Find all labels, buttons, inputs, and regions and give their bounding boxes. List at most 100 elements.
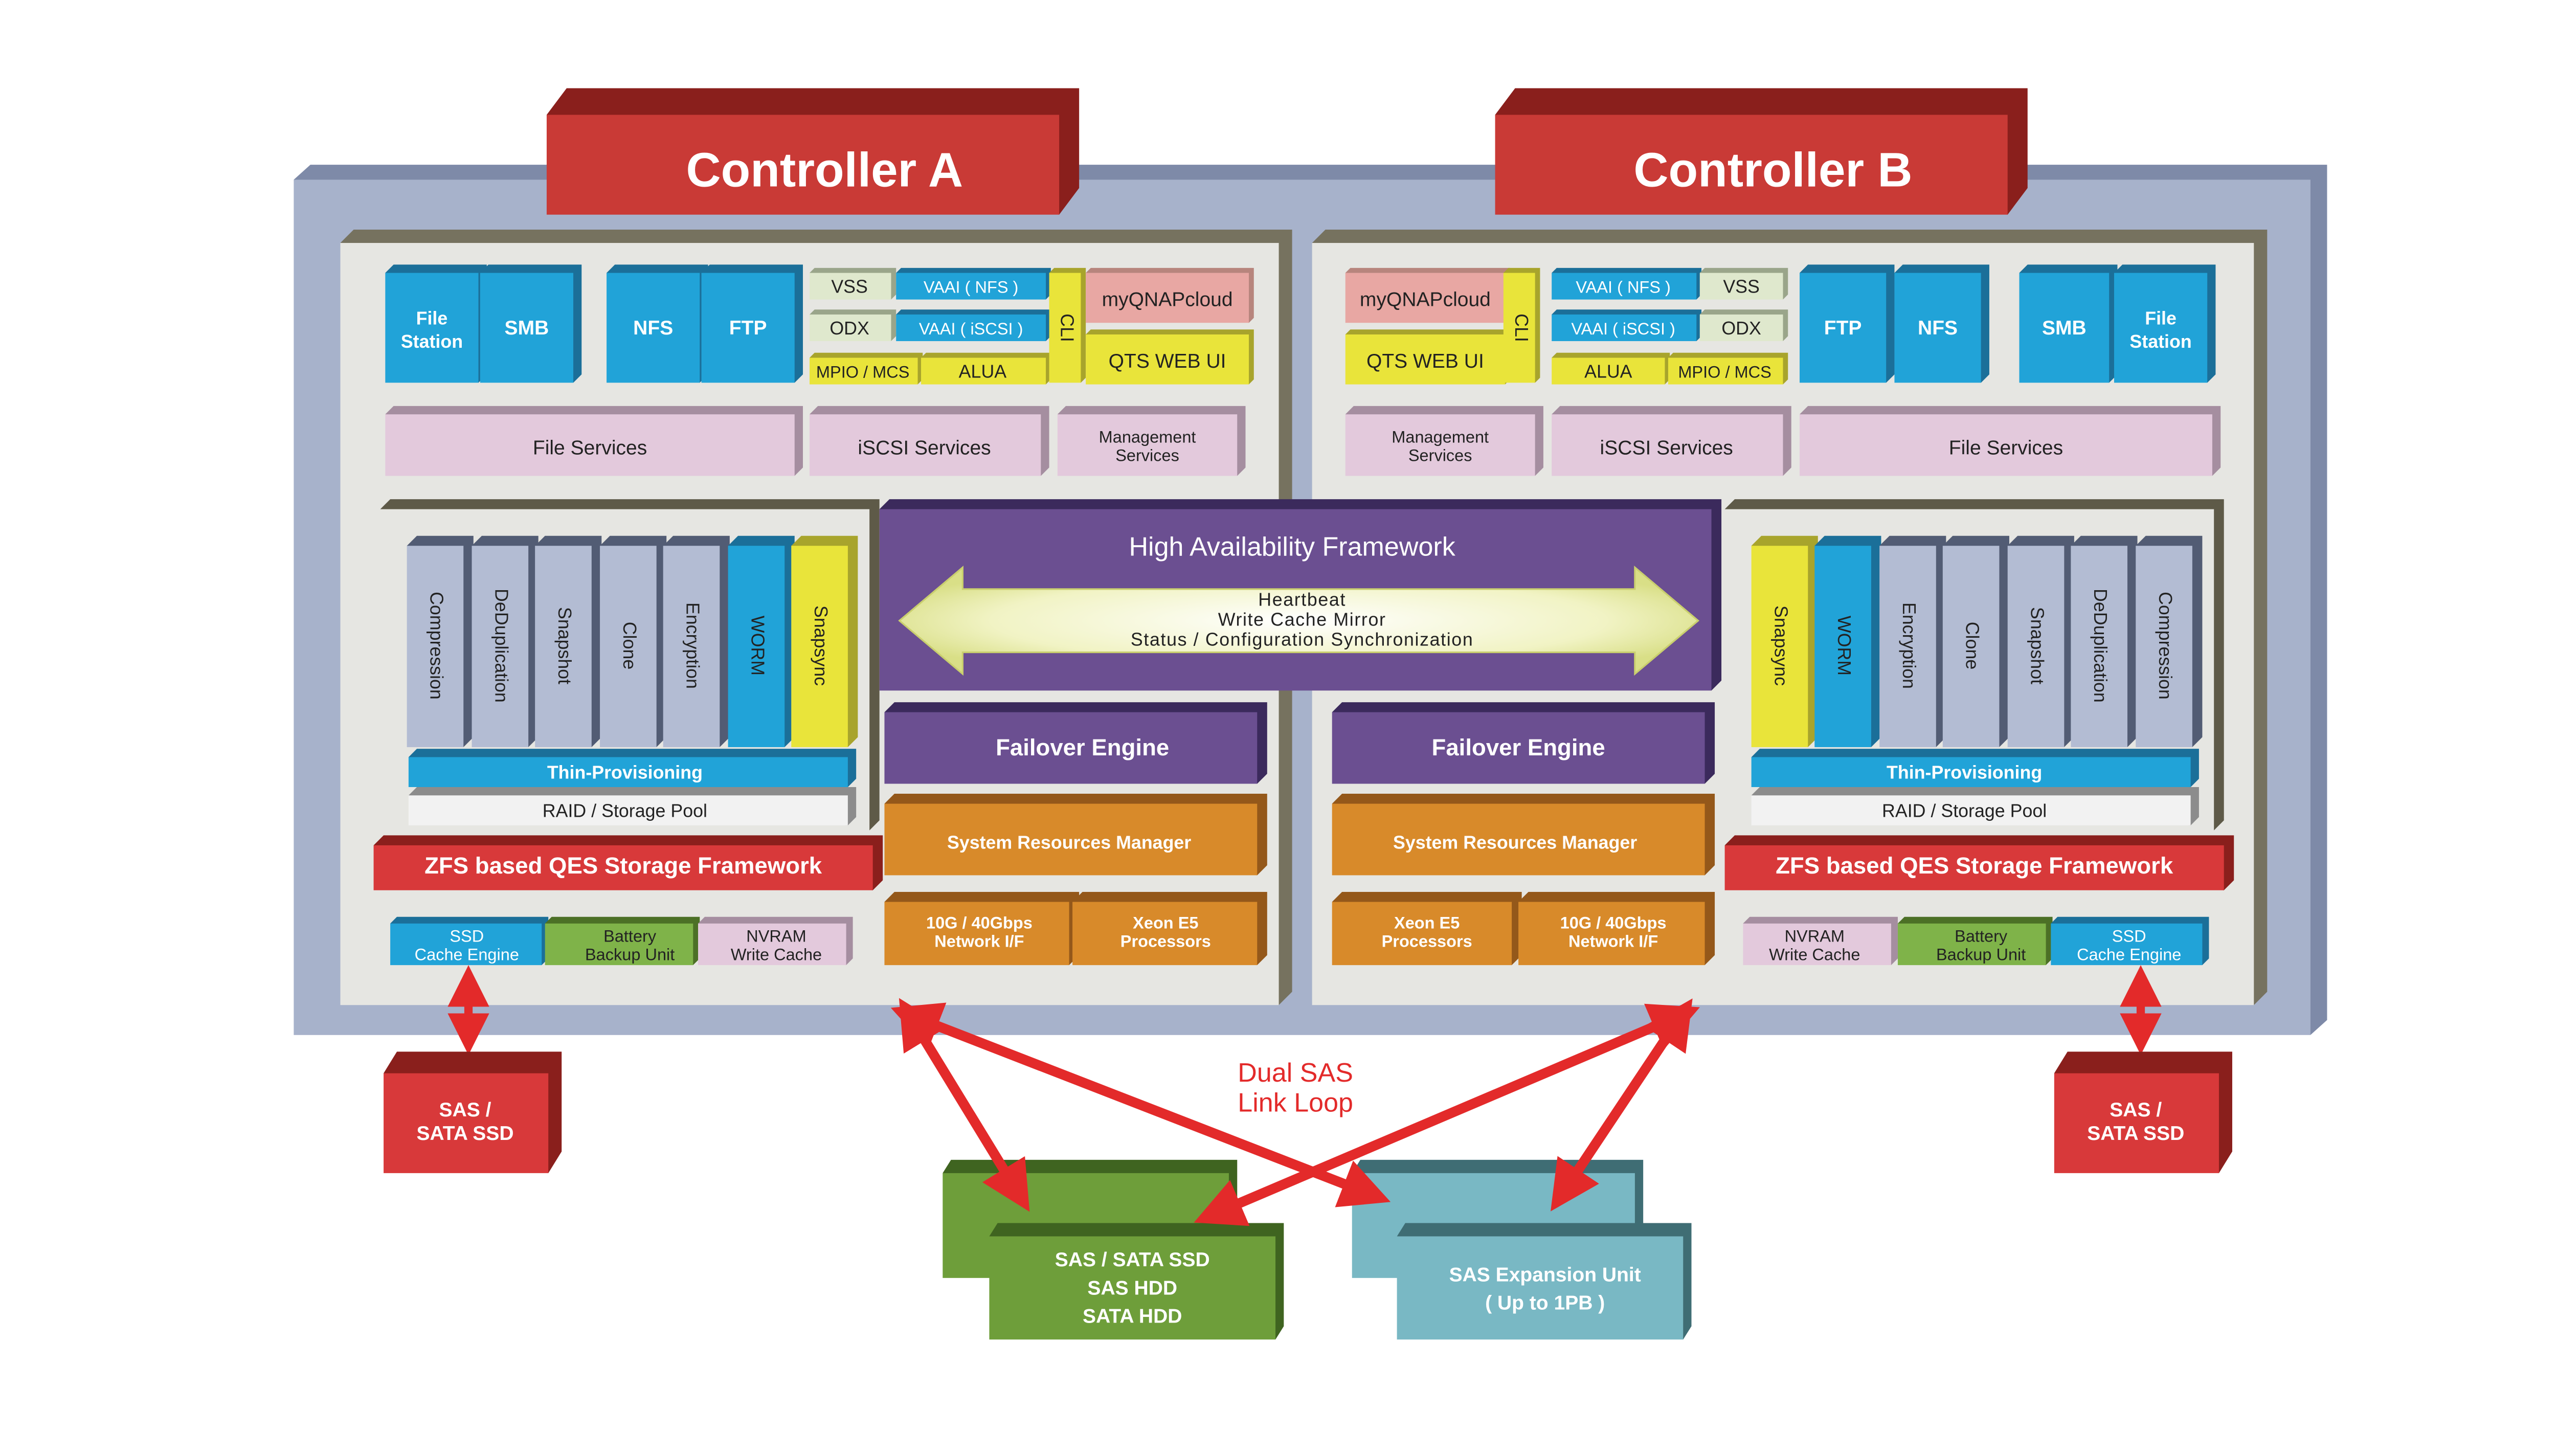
compression-module: Compression: [407, 535, 474, 747]
failover-engine-label: Failover Engine: [1432, 734, 1605, 760]
worm-label: WORM: [747, 616, 768, 676]
file-services-label: File Services: [1949, 437, 2063, 459]
smb-module: SMB: [2019, 264, 2118, 383]
nfs-module: NFS: [1894, 264, 1989, 383]
mpio-mcs-label: MPIO / MCS: [816, 363, 909, 382]
deduplication-label: DeDuplication: [2090, 589, 2111, 703]
network-interface-module: 10G / 40Gbps Network I/F: [884, 891, 1080, 966]
sas-sata-ssd-box: SAS / SATA SSD: [2054, 965, 2232, 1173]
ssd-cache-engine-module: SSD Cache Engine: [2051, 916, 2209, 966]
sas-expansion-unit-box: SAS Expansion Unit ( Up to 1PB ): [1352, 1159, 1692, 1340]
failover-engine-module: Failover Engine: [884, 702, 1267, 784]
deduplication-label: DeDuplication: [491, 589, 511, 703]
sas-sata-ssd-box: SAS / SATA SSD: [384, 965, 562, 1173]
sas-expansion-unit-label-line2: ( Up to 1PB ): [1485, 1292, 1605, 1314]
odx-module: ODX: [1699, 309, 1788, 342]
vaai-nfs-label: VAAI ( NFS ): [1576, 278, 1670, 297]
disk-enclosure-label-line3: SATA HDD: [1083, 1306, 1182, 1328]
battery-backup-unit-label-line1: Battery: [603, 927, 657, 946]
cli-module: CLI: [1049, 267, 1086, 383]
disk-enclosure-box: SAS / SATA SSD SAS HDD SATA HDD: [943, 1159, 1284, 1340]
high-availability-framework: High Availability Framework Heartbeat Wr…: [879, 499, 1722, 691]
raid-storage-pool-bar: RAID / Storage Pool: [408, 787, 857, 825]
ssd-cache-engine-label-line2: Cache Engine: [415, 945, 519, 964]
dual-sas-link-loop: Dual SAS Link Loop: [890, 998, 1700, 1226]
controller-a-title-text: Controller A: [686, 143, 963, 196]
system-resources-manager-label: System Resources Manager: [947, 832, 1191, 853]
processors-module: Xeon E5 Processors: [1332, 891, 1522, 966]
snapshot-label: Snapshot: [2027, 607, 2048, 684]
file-station-module: File Station: [2114, 264, 2216, 383]
zfs-storage-framework: ZFS based QES Storage Framework: [1724, 835, 2234, 890]
iscsi-services-label: iSCSI Services: [858, 437, 991, 459]
management-services-label-line1: Management: [1099, 428, 1196, 446]
status-sync-text: Status / Configuration Synchronization: [1131, 629, 1473, 649]
iscsi-services-module: iSCSI Services: [1552, 406, 1791, 476]
system-resources-manager-label: System Resources Manager: [1393, 832, 1637, 853]
file-station-label-line1: File: [416, 308, 448, 328]
failover-engine-label: Failover Engine: [996, 734, 1169, 760]
network-interface-label-line2: Network I/F: [1568, 932, 1658, 950]
nvram-write-cache-module: NVRAM Write Cache: [1743, 916, 1898, 966]
odx-module: ODX: [810, 309, 896, 342]
management-services-label-line2: Services: [1115, 446, 1179, 464]
snapshot-module: Snapshot: [2007, 535, 2074, 747]
encryption-label: Encryption: [683, 602, 703, 689]
myqnapcloud-label: myQNAPcloud: [1360, 289, 1491, 311]
mpio-mcs-module: MPIO / MCS: [810, 352, 923, 385]
myqnapcloud-module: myQNAPcloud: [1086, 267, 1254, 323]
vaai-iscsi-label: VAAI ( iSCSI ): [919, 320, 1023, 338]
nvram-write-cache-label-line1: NVRAM: [1785, 927, 1845, 946]
snapshot-label: Snapshot: [554, 607, 575, 684]
battery-backup-unit-label-line1: Battery: [1955, 927, 2008, 946]
thin-provisioning-label: Thin-Provisioning: [1887, 763, 2042, 783]
zfs-storage-framework: ZFS based QES Storage Framework: [373, 835, 883, 890]
alua-module: ALUA: [921, 352, 1051, 385]
sas-sata-ssd-label-line2: SATA SSD: [2087, 1123, 2184, 1145]
nfs-label: NFS: [633, 317, 673, 339]
thin-provisioning-bar: Thin-Provisioning: [408, 749, 857, 788]
worm-label: WORM: [1834, 616, 1854, 676]
processors-label-line1: Xeon E5: [1133, 914, 1198, 932]
ssd-cache-engine-module: SSD Cache Engine: [390, 916, 549, 966]
vaai-nfs-module: VAAI ( NFS ): [896, 267, 1051, 300]
odx-label: ODX: [1721, 318, 1761, 339]
vaai-nfs-module: VAAI ( NFS ): [1552, 267, 1702, 300]
file-station-label-line2: Station: [401, 331, 463, 352]
file-services-module: File Services: [385, 406, 803, 476]
clone-label: Clone: [619, 622, 640, 670]
encryption-module: Encryption: [1879, 535, 1946, 747]
nvram-write-cache-module: NVRAM Write Cache: [698, 916, 853, 966]
file-station-label-line2: Station: [2129, 331, 2191, 352]
sas-sata-ssd-label-line1: SAS /: [439, 1099, 491, 1121]
controller-b-title: Controller B: [1495, 88, 2028, 215]
qts-web-ui-label: QTS WEB UI: [1366, 350, 1484, 372]
vaai-nfs-label: VAAI ( NFS ): [924, 278, 1018, 297]
snapsync-module: Snapsync: [791, 535, 858, 747]
compression-label: Compression: [2155, 592, 2175, 700]
management-services-label-line2: Services: [1408, 446, 1472, 464]
management-services-label-line1: Management: [1392, 428, 1489, 446]
snapsync-module: Snapsync: [1751, 535, 1818, 747]
ssd-cache-engine-label-line2: Cache Engine: [2077, 945, 2181, 964]
file-services-label: File Services: [533, 437, 647, 459]
deduplication-module: DeDuplication: [472, 535, 539, 747]
clone-module: Clone: [1942, 535, 2009, 747]
ssd-cache-engine-label-line1: SSD: [450, 927, 484, 946]
vss-module: VSS: [1699, 267, 1788, 300]
alua-module: ALUA: [1552, 352, 1670, 385]
mpio-mcs-label: MPIO / MCS: [1678, 363, 1771, 382]
snapshot-module: Snapshot: [535, 535, 602, 747]
smb-label: SMB: [505, 317, 549, 339]
snapsync-label: Snapsync: [811, 606, 831, 686]
cli-label: CLI: [1057, 313, 1078, 342]
disk-enclosure-label-line1: SAS / SATA SSD: [1055, 1249, 1210, 1271]
vaai-iscsi-module: VAAI ( iSCSI ): [896, 309, 1051, 342]
smb-label: SMB: [2042, 317, 2087, 339]
sas-link-arrow-b-to-expansion: [1551, 998, 1693, 1212]
zfs-storage-framework-label: ZFS based QES Storage Framework: [424, 853, 822, 879]
battery-backup-unit-module: Battery Backup Unit: [545, 916, 700, 966]
network-interface-module: 10G / 40Gbps Network I/F: [1518, 891, 1715, 966]
heartbeat-text: Heartbeat: [1258, 589, 1346, 610]
